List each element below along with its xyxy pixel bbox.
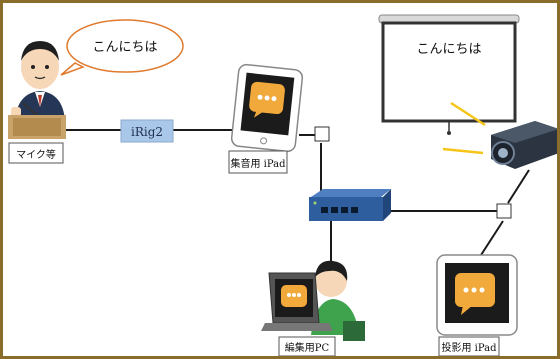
speech-bubble: こんにちは bbox=[60, 19, 184, 76]
cable-port2-ipad bbox=[480, 220, 504, 256]
irig2-adapter: iRig2 bbox=[120, 119, 174, 143]
sound-ipad-label: 集音用 iPad bbox=[228, 150, 288, 174]
port-node-1 bbox=[314, 126, 330, 142]
editing-pc-label: 編集用PC bbox=[278, 336, 336, 356]
editing-pc bbox=[261, 260, 365, 341]
speaker-illustration bbox=[8, 41, 66, 139]
network-diagram: こんにちは マイク等 iRig2 bbox=[8, 14, 557, 356]
projection-ipad bbox=[436, 254, 518, 336]
svg-text:編集用PC: 編集用PC bbox=[285, 341, 330, 354]
projection-screen: こんにちは bbox=[378, 14, 520, 135]
connection-lines bbox=[61, 129, 530, 271]
projector-light-beams bbox=[442, 101, 486, 155]
svg-text:投影用 iPad: 投影用 iPad bbox=[441, 341, 497, 354]
screen-text: こんにちは bbox=[416, 42, 481, 57]
projector bbox=[491, 121, 557, 169]
speaker-label: マイク等 bbox=[8, 142, 64, 164]
svg-text:マイク等: マイク等 bbox=[16, 148, 56, 161]
network-switch bbox=[309, 189, 391, 221]
port-node-2 bbox=[496, 203, 512, 219]
sound-ipad bbox=[230, 63, 304, 153]
cable-port2-projector bbox=[507, 169, 530, 204]
projection-ipad-label: 投影用 iPad bbox=[438, 336, 500, 356]
speech-bubble-text: こんにちは bbox=[92, 40, 157, 55]
svg-text:iRig2: iRig2 bbox=[131, 125, 163, 139]
svg-text:集音用 iPad: 集音用 iPad bbox=[230, 157, 286, 170]
